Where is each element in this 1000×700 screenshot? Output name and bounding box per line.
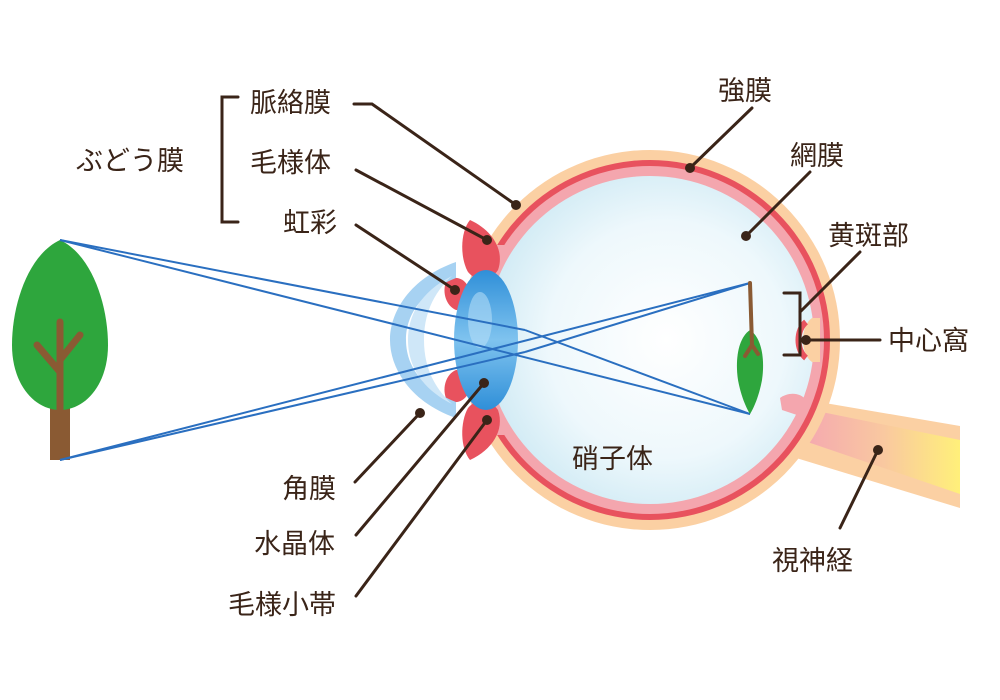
uvea-bracket <box>220 95 240 224</box>
label-fovea: 中心窩 <box>888 326 969 357</box>
labels: ぶどう膜 脈絡膜 毛様体 虹彩 強膜 網膜 黄斑部 中心窩 硝子体 角膜 水晶体… <box>76 76 969 621</box>
label-ciliary-body: 毛様体 <box>250 148 331 179</box>
label-uvea: ぶどう膜 <box>76 146 184 177</box>
light-rays <box>59 239 751 461</box>
label-choroid: 脈絡膜 <box>250 88 331 119</box>
label-retina: 網膜 <box>790 141 844 172</box>
label-macula: 黄斑部 <box>828 221 909 252</box>
vitreous-body <box>486 176 814 504</box>
label-vitreous: 硝子体 <box>572 444 653 475</box>
label-iris: 虹彩 <box>283 208 337 239</box>
ciliary-body-top <box>462 220 500 280</box>
label-zonule: 毛様小帯 <box>228 590 336 621</box>
eyeball <box>390 150 840 530</box>
label-cornea: 角膜 <box>282 474 336 505</box>
leader-lines <box>220 95 883 598</box>
inverted-tree-image <box>736 281 764 414</box>
label-sclera: 強膜 <box>718 76 772 107</box>
tree-object <box>12 240 108 460</box>
label-optic-nerve: 視神経 <box>772 546 853 577</box>
label-lens: 水晶体 <box>254 529 335 560</box>
tree-branches <box>33 318 84 414</box>
